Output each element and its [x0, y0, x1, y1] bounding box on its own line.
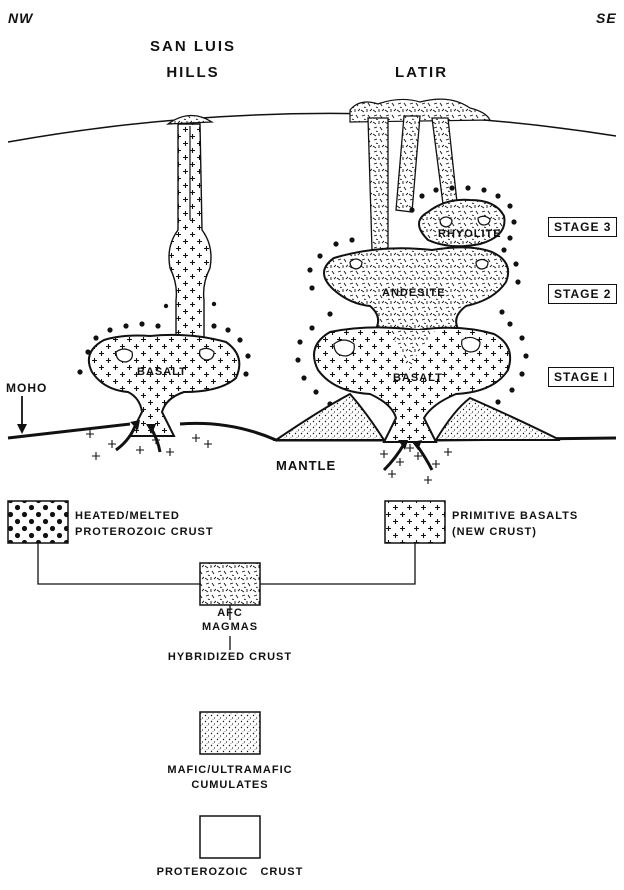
latir-magma-system [295, 99, 528, 442]
mantle-label: MANTLE [276, 458, 336, 473]
rhyolite-label: RHYOLITE [438, 228, 502, 240]
legend-primitive-line1: PRIMITIVE BASALTS [452, 510, 578, 522]
legend-mafic-line2: CUMULATES [140, 779, 320, 791]
legend-afc-line1: AFC [180, 607, 280, 619]
latir-label: LATIR [395, 64, 448, 81]
stage-3-box: STAGE 3 [548, 217, 617, 237]
legend-hybridized-crust: HYBRIDIZED CRUST [150, 651, 310, 663]
legend-heated-line1: HEATED/MELTED [75, 510, 180, 522]
basalt-right-label: BASALT [393, 372, 443, 384]
legend-primitive-basalt-swatch [385, 501, 445, 543]
legend-mafic-line1: MAFIC/ULTRAMAFIC [140, 764, 320, 776]
stage-1-box: STAGE I [548, 367, 614, 387]
basalt-left-label: BASALT [137, 366, 187, 378]
legend-afc-line2: MAGMAS [180, 621, 280, 633]
nw-corner-label: NW [8, 10, 33, 26]
legend-primitive-line2: (NEW CRUST) [452, 526, 537, 538]
legend-afc-swatch [200, 563, 260, 605]
legend-cumulates-swatch [200, 712, 260, 754]
cumulates-left-wedge [276, 394, 384, 440]
stage-2-box: STAGE 2 [548, 284, 617, 304]
se-corner-label: SE [596, 10, 617, 26]
andesite-label: ANDESITE [382, 287, 446, 299]
earth-surface-line [8, 113, 616, 142]
san-luis-label-line1: SAN LUIS [128, 38, 258, 55]
moho-label: MOHO [6, 381, 47, 395]
legend-heated-crust-swatch [8, 501, 68, 543]
legend-proterozoic-crust-swatch [200, 816, 260, 858]
san-luis-magma-system [77, 115, 250, 436]
san-luis-label-line2: HILLS [128, 64, 258, 81]
legend-heated-line2: PROTEROZOIC CRUST [75, 526, 214, 538]
legend-proterozoic-crust: PROTEROZOIC CRUST [130, 866, 330, 878]
